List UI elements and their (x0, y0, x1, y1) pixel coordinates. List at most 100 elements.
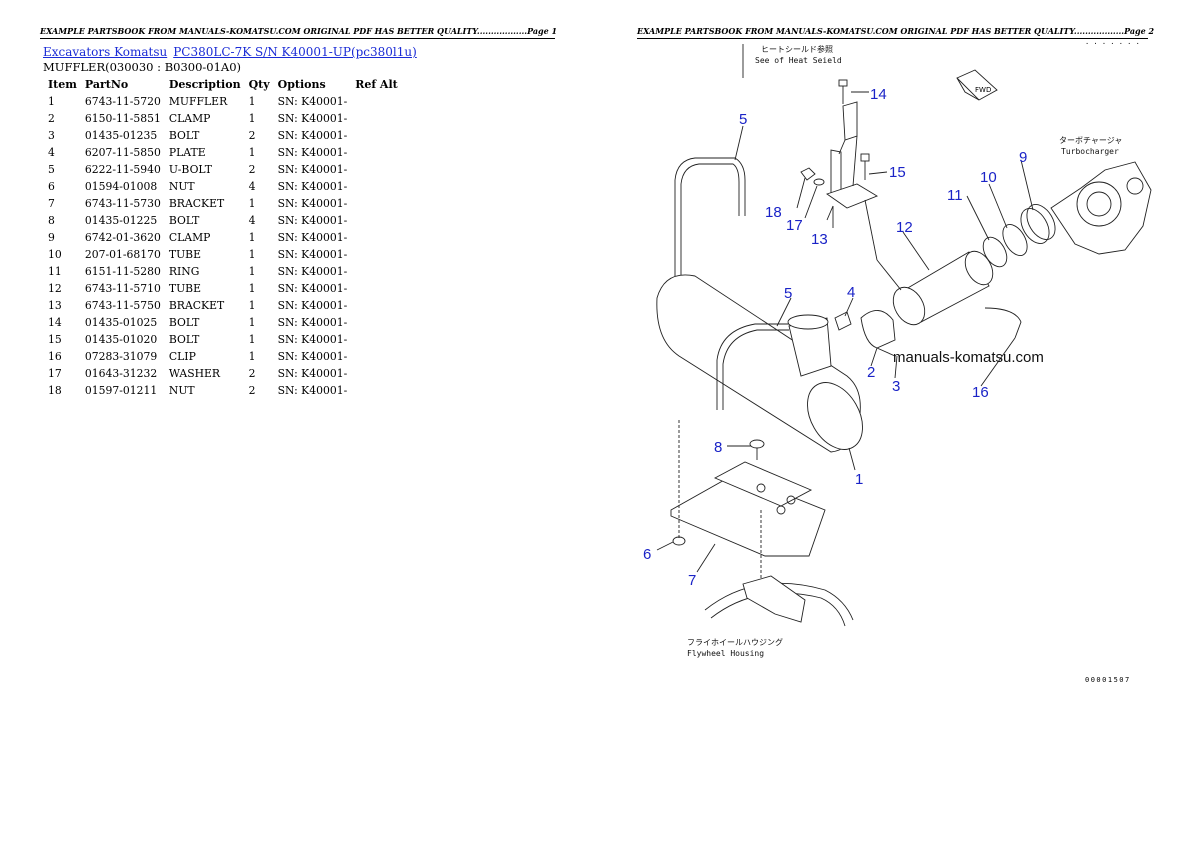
cell-qty: 1 (248, 265, 256, 278)
callout-5-upper: 5 (739, 111, 747, 128)
cell-ref-alt (351, 365, 402, 382)
cell-ref-alt (351, 348, 402, 365)
cell-partno: 6222-11-5940 (84, 163, 161, 176)
cell-description: BOLT (168, 333, 200, 346)
clamp-9-icon (1020, 208, 1050, 244)
watermark-text: manuals-komatsu.com (893, 349, 1044, 366)
cell-item: 10 (48, 248, 62, 261)
cell-description: BOLT (168, 214, 200, 227)
cell-item: 15 (48, 333, 62, 346)
cell-options: SN: K40001- (277, 214, 348, 227)
u-bolt-lower (716, 323, 789, 410)
cell-ref-alt (351, 263, 402, 280)
cell-item: 2 (48, 112, 55, 125)
bracket-7-icon (670, 461, 826, 557)
col-header-options: Options (277, 78, 326, 91)
cell-description: BRACKET (168, 299, 225, 312)
cell-ref-alt (351, 161, 402, 178)
fwd-arrow-icon: FWD (956, 69, 998, 101)
cell-qty: 2 (248, 163, 256, 176)
cell-options: SN: K40001- (277, 129, 348, 142)
cell-qty: 1 (248, 197, 256, 210)
cell-options: SN: K40001- (277, 197, 348, 210)
cell-description: RING (168, 265, 200, 278)
callout-15: 15 (889, 164, 906, 181)
callout-9: 9 (1019, 149, 1027, 166)
cell-options: SN: K40001- (277, 384, 348, 397)
page-header: EXAMPLE PARTSBOOK FROM MANUALS-KOMATSU.C… (637, 26, 1154, 39)
drawing-code: 00001507 (1085, 676, 1131, 684)
cell-options: SN: K40001- (277, 299, 348, 312)
cell-qty: 1 (248, 350, 256, 363)
section-title: MUFFLER(030030 : B0300-01A0) (43, 60, 242, 74)
col-header-qty: Qty (248, 78, 270, 91)
cell-qty: 1 (248, 333, 256, 346)
cell-item: 7 (48, 197, 55, 210)
cell-description: BOLT (168, 316, 200, 329)
cell-item: 14 (48, 316, 62, 329)
cell-description: BOLT (168, 129, 200, 142)
breadcrumb-link-model[interactable]: PC380LC-7K S/N K40001-UP(pc380l1u) (173, 45, 417, 59)
cell-partno: 07283-31079 (84, 350, 158, 363)
cell-item: 17 (48, 367, 62, 380)
cell-qty: 4 (248, 180, 256, 193)
flywheel-housing-icon (704, 575, 854, 627)
cell-ref-alt (351, 212, 402, 229)
callout-8: 8 (714, 439, 722, 456)
callout-18: 18 (765, 204, 782, 221)
cell-qty: 1 (248, 282, 256, 295)
tube-12-icon (892, 250, 994, 326)
cell-ref-alt (351, 229, 402, 246)
table-header-row: Item PartNo Description Qty Options Ref … (44, 76, 402, 93)
cell-qty: 1 (248, 95, 256, 108)
cell-partno: 6151-11-5280 (84, 265, 161, 278)
cell-item: 8 (48, 214, 55, 227)
cell-partno: 01435-01020 (84, 333, 158, 346)
cell-ref-alt (351, 144, 402, 161)
cell-partno: 01594-01008 (84, 180, 158, 193)
cell-qty: 1 (248, 112, 256, 125)
cell-description: WASHER (168, 367, 221, 380)
cell-description: NUT (168, 384, 195, 397)
cell-ref-alt (351, 127, 402, 144)
col-header-description: Description (168, 78, 241, 91)
callout-17: 17 (786, 217, 803, 234)
col-header-ref-alt: Ref Alt (355, 78, 398, 91)
turbocharger-icon (1050, 161, 1152, 255)
cell-description: PLATE (168, 146, 206, 159)
cell-options: SN: K40001- (277, 316, 348, 329)
page-header: EXAMPLE PARTSBOOK FROM MANUALS-KOMATSU.C… (40, 26, 557, 39)
page-2: EXAMPLE PARTSBOOK FROM MANUALS-KOMATSU.C… (595, 0, 1190, 842)
cell-qty: 1 (248, 231, 256, 244)
cell-options: SN: K40001- (277, 367, 348, 380)
cell-item: 12 (48, 282, 62, 295)
cell-ref-alt (351, 93, 402, 110)
cell-partno: 6742-01-3620 (84, 231, 161, 244)
cell-partno: 6743-11-5750 (84, 299, 161, 312)
cell-item: 18 (48, 384, 62, 397)
cell-item: 11 (48, 265, 62, 278)
u-bolt-upper (674, 157, 746, 280)
cell-ref-alt (351, 280, 402, 297)
top-right-dots: · · · · · · · (1085, 40, 1140, 48)
breadcrumb-link-category[interactable]: Excavators Komatsu (43, 45, 168, 59)
cell-ref-alt (351, 314, 402, 331)
cell-item: 1 (48, 95, 55, 108)
clip-16-icon (984, 307, 1022, 339)
cell-options: SN: K40001- (277, 333, 348, 346)
bracket-13-icon (826, 101, 879, 228)
cell-description: MUFFLER (168, 95, 228, 108)
bolt-8-icon (749, 439, 765, 460)
cell-ref-alt (351, 331, 402, 348)
cell-ref-alt (351, 297, 402, 314)
cell-item: 5 (48, 163, 55, 176)
cell-item: 13 (48, 299, 62, 312)
